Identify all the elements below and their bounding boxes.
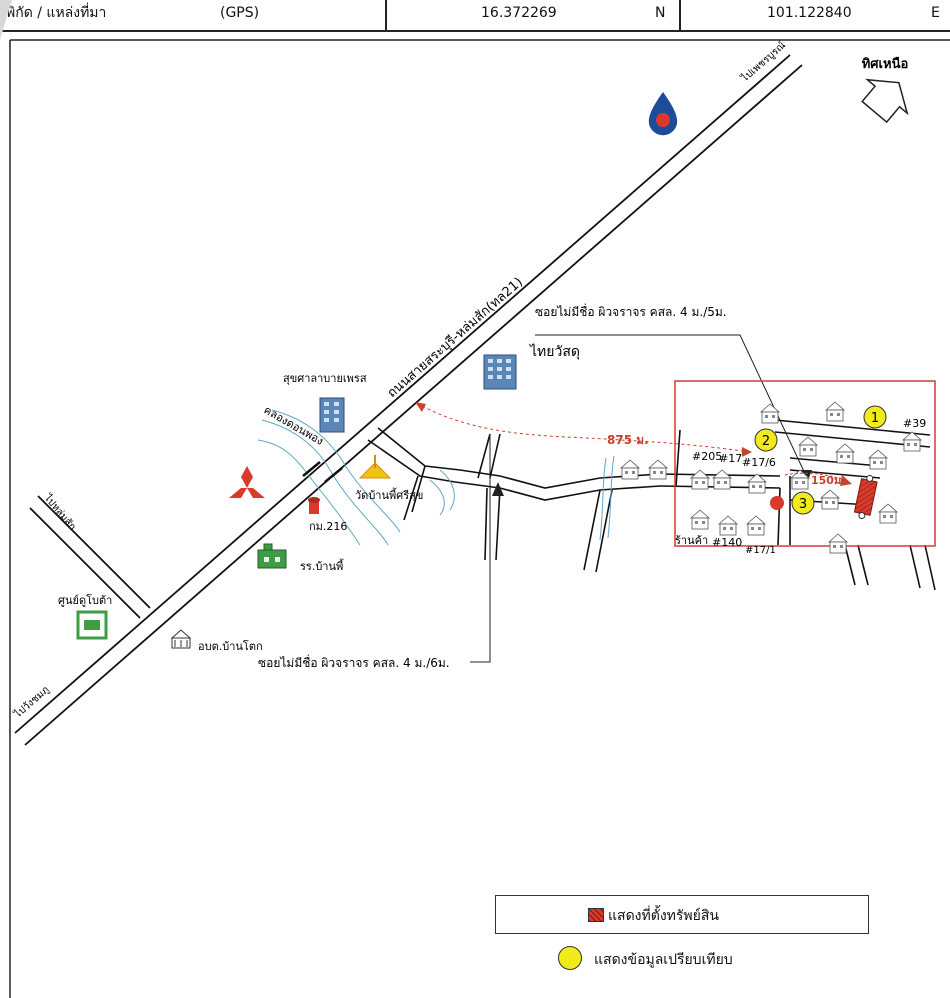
comparison-marker-2: 2 <box>754 428 778 452</box>
svg-text:1: 1 <box>871 411 879 426</box>
route-arrow-end-icon <box>742 447 752 457</box>
to-lomsak-label: ไปหล่มสัก <box>41 491 78 532</box>
house-icon <box>689 509 711 530</box>
soi-5m-leader <box>535 334 809 481</box>
distance-875-label: 875 ม. <box>607 433 649 447</box>
legend-property-label: แสดงที่ตั้งทรัพย์สิน <box>608 908 719 924</box>
to-wangchomphu-label: ไปวังชมภู <box>11 684 51 721</box>
service-center-icon <box>76 610 108 640</box>
house-icon <box>901 431 923 452</box>
house-icon <box>746 473 768 494</box>
house-number-17-1: #17/1 <box>745 545 776 556</box>
legend-comparison-swatch <box>558 946 582 970</box>
legend-property-swatch <box>588 908 604 922</box>
temple-label: วัดบ้านพี้ศรีสุข <box>355 487 423 502</box>
entrance-point-dot <box>770 496 784 510</box>
health-center-label: สุขศาลาบายเพรส <box>283 372 367 385</box>
house-number-39: #39 <box>903 417 926 430</box>
house-icon <box>717 515 739 536</box>
route-150-arrow-icon <box>840 475 852 486</box>
health-center-building-icon <box>319 397 345 433</box>
latitude-dir: N <box>655 5 666 21</box>
house-icon <box>759 403 781 424</box>
sao-label: อบต.บ้านโตก <box>198 639 263 653</box>
soi-6m-label: ซอยไม่มีชื่อ ผิวจราจร คสล. 4 ม./6ม. <box>258 654 450 670</box>
canal-lines <box>257 409 615 546</box>
page-fold <box>0 0 12 40</box>
svg-text:2: 2 <box>762 434 770 449</box>
house-icon <box>797 436 819 457</box>
comparison-marker-1: 1 <box>863 405 887 429</box>
soi-6m-arrow-icon <box>492 482 504 496</box>
header-source: (GPS) <box>220 5 260 21</box>
house-number-17-6: #17/6 <box>742 456 776 469</box>
canal-label: คลองดอนพอง <box>262 403 326 448</box>
house-icon <box>827 533 849 554</box>
property-area-frame <box>674 380 936 547</box>
school-icon <box>257 543 287 569</box>
house-icon <box>834 443 856 464</box>
distance-150-label: 150ม. <box>811 474 845 487</box>
thai-watsadu-building-icon <box>483 354 517 390</box>
service-center-label: ศูนย์ดูโบต้า <box>58 593 112 607</box>
route-arrow-icon <box>415 402 426 412</box>
road-to-lomsak <box>29 495 151 619</box>
house-icon <box>824 401 846 422</box>
bridge-mark <box>302 461 343 483</box>
legend-comparison-label: แสดงข้อมูลเปรียบเทียบ <box>594 952 733 968</box>
house-number-205: #205 <box>692 450 722 463</box>
map-frame <box>9 39 950 998</box>
sao-building-icon <box>170 629 192 649</box>
house-icon <box>819 489 841 510</box>
latitude-value: 16.372269 <box>481 5 557 21</box>
svg-text:3: 3 <box>799 497 807 512</box>
house-number-17: #17 <box>719 452 742 465</box>
house-icon <box>745 515 767 536</box>
header-latitude-cell: 16.372269 N <box>387 0 681 32</box>
header-label: พิกัด / แหล่งที่มา <box>6 5 107 21</box>
house-number-140: #140 <box>712 536 742 549</box>
school-label: รร.บ้านพี้ <box>300 558 344 573</box>
km-marker-icon <box>308 497 320 514</box>
longitude-value: 101.122840 <box>767 5 852 21</box>
temple-icon <box>358 455 392 479</box>
comparison-marker-3: 3 <box>791 491 815 515</box>
km-marker-label: กม.216 <box>309 520 347 533</box>
thai-watsadu-label: ไทยวัสดุ <box>529 343 580 360</box>
route-150m <box>784 472 846 481</box>
north-arrow-icon <box>861 78 909 124</box>
north-label: ทิศเหนือ <box>862 56 909 72</box>
legend-box: แสดงที่ตั้งทรัพย์สิน <box>495 895 869 934</box>
shop-label: ร้านค้า <box>675 534 708 547</box>
house-icon <box>619 459 641 480</box>
house-icon <box>689 469 711 490</box>
house-icon <box>647 459 669 480</box>
property-location-marker <box>853 474 878 520</box>
houses-group <box>619 401 923 554</box>
house-icon <box>711 469 733 490</box>
house-icon <box>867 449 889 470</box>
main-highway <box>14 54 803 746</box>
mitsubishi-logo-icon <box>229 466 265 498</box>
soi-5m-label: ซอยไม่มีชื่อ ผิวจราจร คสล. 4 ม./5ม. <box>535 303 727 319</box>
soi-6m-leader <box>470 434 491 663</box>
header-longitude-cell: 101.122840 E <box>681 0 950 32</box>
house-icon <box>877 503 899 524</box>
header-label-cell: พิกัด / แหล่งที่มา (GPS) <box>0 0 387 32</box>
longitude-dir: E <box>931 5 940 21</box>
route-875m <box>414 401 751 453</box>
ptt-station-icon <box>648 92 678 136</box>
